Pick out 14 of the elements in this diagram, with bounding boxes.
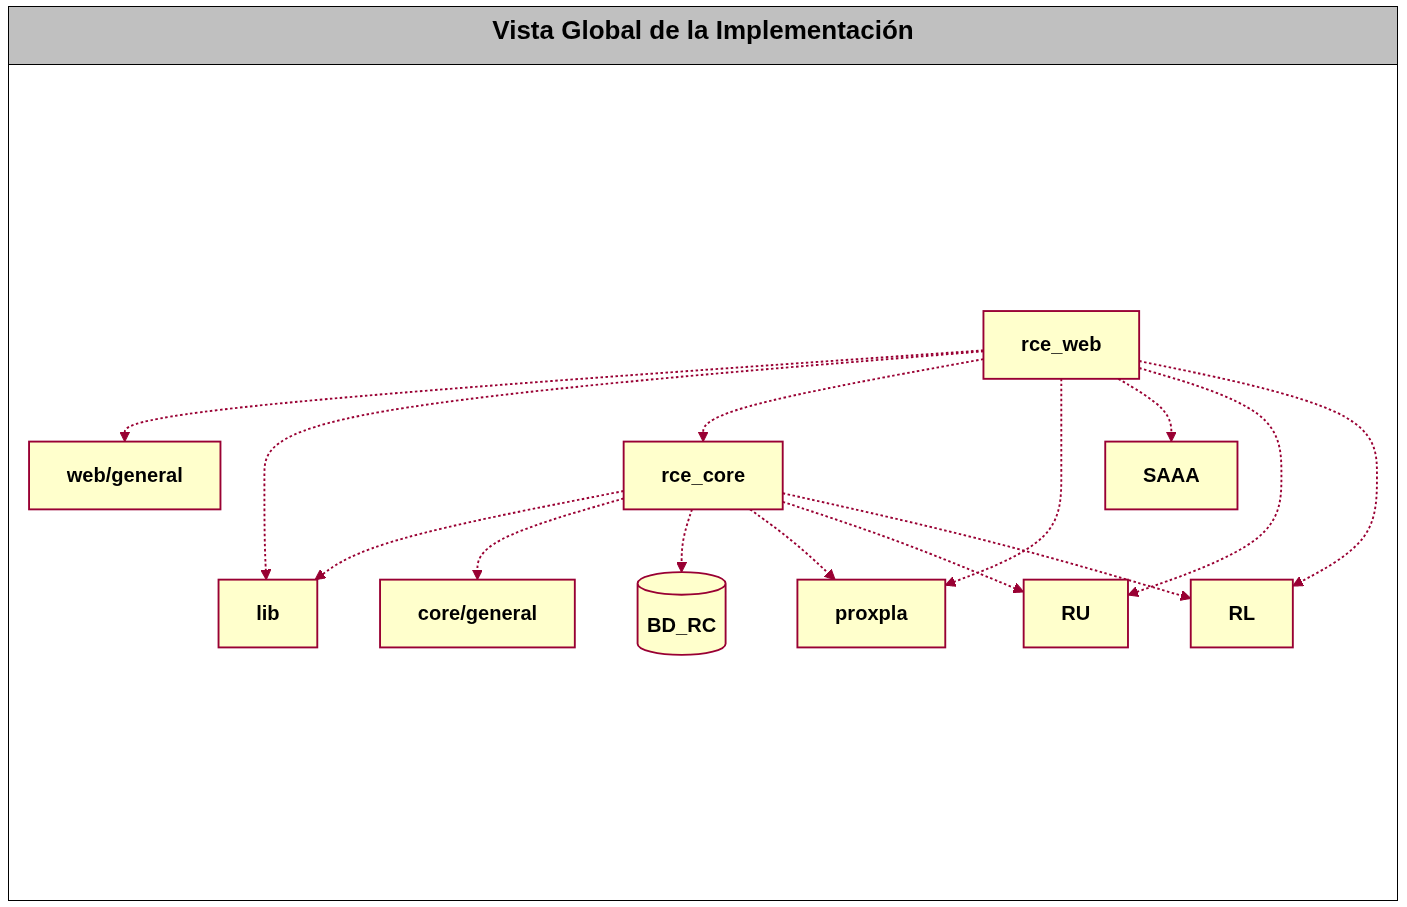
node-box: lib [217, 578, 319, 648]
node-box: RU [1022, 578, 1129, 648]
node-box: core/general [379, 578, 576, 648]
arrow [1127, 366, 1283, 597]
node-box: RL [1189, 578, 1294, 648]
node-box: rce_core [622, 440, 784, 510]
node-box: SAAA [1104, 440, 1239, 510]
arrow [1117, 377, 1177, 442]
node-box: proxpla [796, 578, 947, 648]
arrow [749, 507, 836, 580]
arrow [676, 507, 693, 573]
node-box: rce_web [982, 309, 1141, 380]
diagram-title: Vista Global de la Implementación [9, 7, 1397, 65]
node-box: web/general [28, 440, 222, 510]
